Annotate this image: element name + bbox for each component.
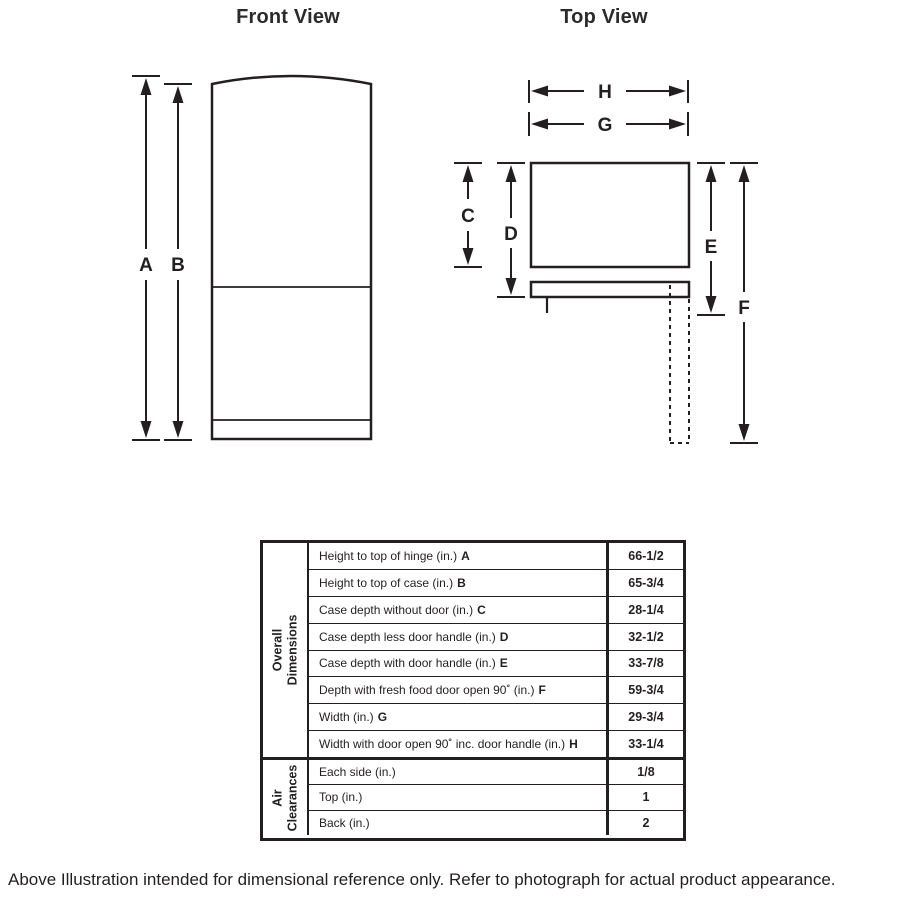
table-row: Width with door open 90˚ inc. door handl… [309,731,683,757]
dim-label-h: H [598,82,612,103]
dimension-arrow-f: F [730,162,758,444]
door-open-dashed-outline [669,285,690,444]
dim-label-d: D [504,224,518,245]
overall-dimensions-rows: Height to top of hinge (in.)A 66-1/2 Hei… [309,543,683,757]
top-view-drawing [529,161,691,444]
row-label: Height to top of hinge (in.)A [319,548,470,563]
overall-dimensions-section: Overall Dimensions Height to top of hing… [263,543,683,757]
dimension-diagram: A B H [132,74,758,444]
row-label: Width with door open 90˚ inc. door handl… [319,737,578,752]
row-value: 1 [606,785,683,810]
dimension-arrow-e: E [697,162,725,316]
row-label: Each side (in.) [319,765,396,780]
door-outline [529,280,691,299]
row-label: Depth with fresh food door open 90˚ (in.… [319,683,546,698]
dimension-arrow-c: C [454,162,482,268]
table-row: Case depth less door handle (in.)D 32-1/… [309,623,683,651]
row-label: Case depth less door handle (in.)D [319,629,509,644]
table-row: Height to top of case (in.)B 65-3/4 [309,569,683,597]
row-label: Width (in.)G [319,710,388,725]
case-outline [529,161,691,269]
row-value: 66-1/2 [606,543,683,569]
table-row: Case depth without door (in.)C 28-1/4 [309,596,683,624]
dim-label-g: G [598,115,613,136]
row-value: 1/8 [606,760,683,785]
row-label: Height to top of case (in.)B [319,575,466,590]
row-value: 33-1/4 [606,731,683,757]
dimension-arrow-a: A [132,75,160,441]
fridge-outline [210,74,373,441]
row-label: Back (in.) [319,815,370,830]
dim-label-e: E [705,237,718,258]
footer-disclaimer: Above Illustration intended for dimensio… [8,870,836,889]
dim-label-f: F [738,298,750,319]
row-value: 59-3/4 [606,677,683,704]
table-row: Case depth with door handle (in.)E 33-7/… [309,650,683,678]
air-clearances-header-label: Air Clearances [270,764,299,831]
air-clearances-header-cell: Air Clearances [263,760,309,835]
dimension-arrow-b: B [164,83,192,441]
dimension-arrow-d: D [497,162,525,298]
dimension-arrow-g: G [528,112,689,136]
row-label: Case depth without door (in.)C [319,602,486,617]
table-row: Height to top of hinge (in.)A 66-1/2 [309,543,683,570]
dimensions-table: Overall Dimensions Height to top of hing… [260,540,686,841]
air-clearances-rows: Each side (in.) 1/8 Top (in.) 1 Back (in… [309,760,683,835]
dim-label-b: B [171,255,185,276]
table-row: Depth with fresh food door open 90˚ (in.… [309,677,683,705]
front-view-title: Front View [236,6,340,28]
row-value: 29-3/4 [606,704,683,731]
dim-label-c: C [461,206,475,227]
dimension-arrow-h: H [528,80,689,103]
overall-dimensions-header-label: Overall Dimensions [270,614,300,686]
top-view-title: Top View [560,6,648,28]
row-value: 65-3/4 [606,569,683,596]
row-label: Case depth with door handle (in.)E [319,656,508,671]
table-row: Width (in.)G 29-3/4 [309,704,683,732]
row-value: 28-1/4 [606,596,683,623]
row-value: 2 [606,810,683,835]
air-clearances-section: Air Clearances Each side (in.) 1/8 Top (… [263,757,683,835]
front-view-drawing [210,74,373,441]
row-label: Top (in.) [319,790,363,805]
dim-label-a: A [139,255,153,276]
table-row: Back (in.) 2 [309,810,683,835]
table-row: Top (in.) 1 [309,785,683,811]
row-value: 33-7/8 [606,650,683,677]
table-row: Each side (in.) 1/8 [309,760,683,786]
row-value: 32-1/2 [606,623,683,650]
overall-dimensions-header-cell: Overall Dimensions [263,543,309,757]
